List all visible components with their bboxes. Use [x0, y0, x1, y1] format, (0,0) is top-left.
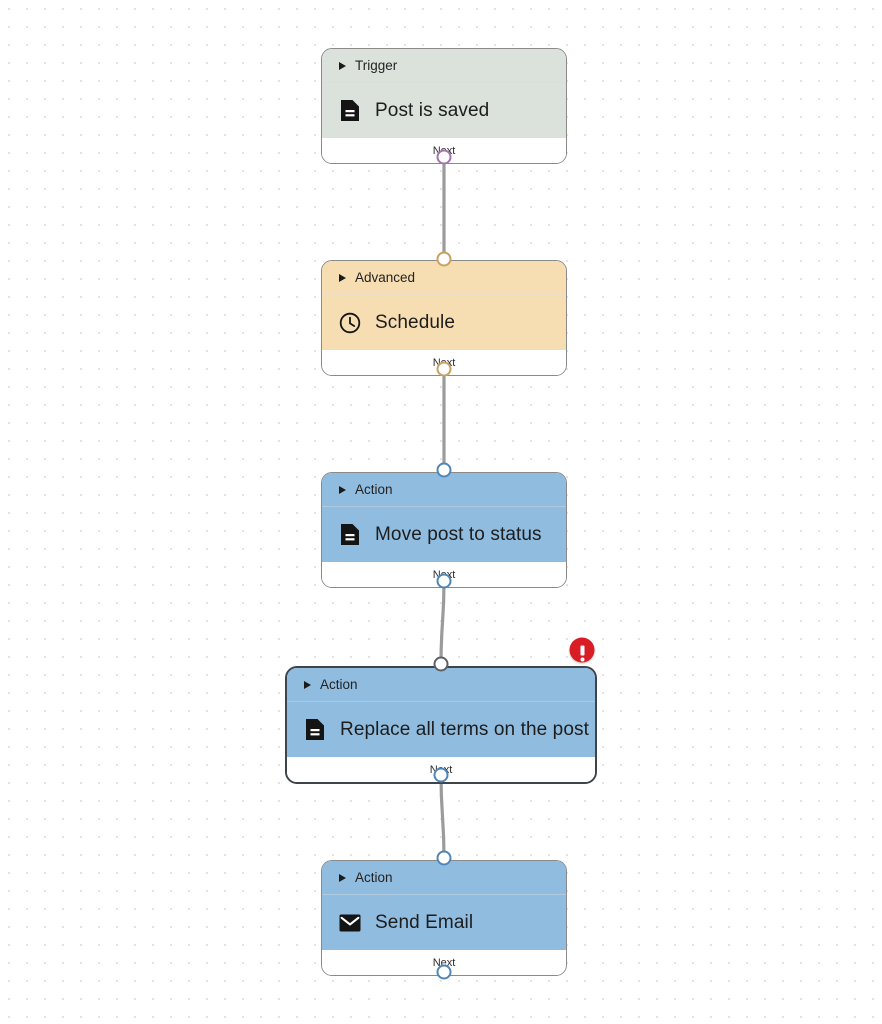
- node-divider: [322, 82, 566, 83]
- connector-edge[interactable]: [439, 773, 446, 860]
- node-category-label: Action: [320, 677, 358, 692]
- document-icon: [339, 99, 361, 123]
- node-category-label: Trigger: [355, 58, 398, 73]
- node-divider: [287, 701, 595, 702]
- connector-port[interactable]: [436, 149, 452, 165]
- error-badge-icon[interactable]: [569, 637, 595, 663]
- node-body[interactable]: Replace all terms on the post: [287, 702, 595, 757]
- connector-edge[interactable]: [439, 579, 446, 666]
- node-header[interactable]: Action: [287, 668, 595, 701]
- chevron-right-icon[interactable]: [304, 680, 311, 689]
- node-title: Send Email: [375, 911, 474, 933]
- node-header[interactable]: Trigger: [322, 49, 566, 82]
- connector-port[interactable]: [436, 361, 452, 377]
- chevron-right-icon[interactable]: [339, 273, 346, 282]
- node-header[interactable]: Action: [322, 473, 566, 506]
- node-body[interactable]: Send Email: [322, 895, 566, 950]
- chevron-right-icon[interactable]: [339, 61, 346, 70]
- node-header[interactable]: Advanced: [322, 261, 566, 294]
- node-divider: [322, 294, 566, 295]
- node-divider: [322, 506, 566, 507]
- connector-port[interactable]: [433, 656, 449, 672]
- node-body[interactable]: Schedule: [322, 295, 566, 350]
- document-icon: [339, 523, 361, 547]
- node-category-label: Advanced: [355, 270, 416, 285]
- connector-port[interactable]: [436, 850, 452, 866]
- workflow-node-advanced-schedule[interactable]: AdvancedScheduleNext: [321, 260, 567, 376]
- node-title: Move post to status: [375, 523, 542, 545]
- node-title: Schedule: [375, 311, 456, 333]
- node-divider: [322, 894, 566, 895]
- connector-port[interactable]: [436, 573, 452, 589]
- node-header[interactable]: Action: [322, 861, 566, 894]
- chevron-right-icon[interactable]: [339, 485, 346, 494]
- node-title: Post is saved: [375, 99, 490, 121]
- connector-port[interactable]: [436, 251, 452, 267]
- chevron-right-icon[interactable]: [339, 873, 346, 882]
- node-title: Replace all terms on the post: [340, 718, 589, 740]
- node-body[interactable]: Post is saved: [322, 83, 566, 138]
- clock-icon: [339, 311, 361, 335]
- node-body[interactable]: Move post to status: [322, 507, 566, 562]
- connector-port[interactable]: [436, 462, 452, 478]
- connector-port[interactable]: [433, 767, 449, 783]
- document-icon: [304, 718, 326, 742]
- connector-port[interactable]: [436, 964, 452, 980]
- envelope-icon: [339, 911, 361, 935]
- node-category-label: Action: [355, 870, 393, 885]
- exclamation-mark: [580, 645, 584, 662]
- node-category-label: Action: [355, 482, 393, 497]
